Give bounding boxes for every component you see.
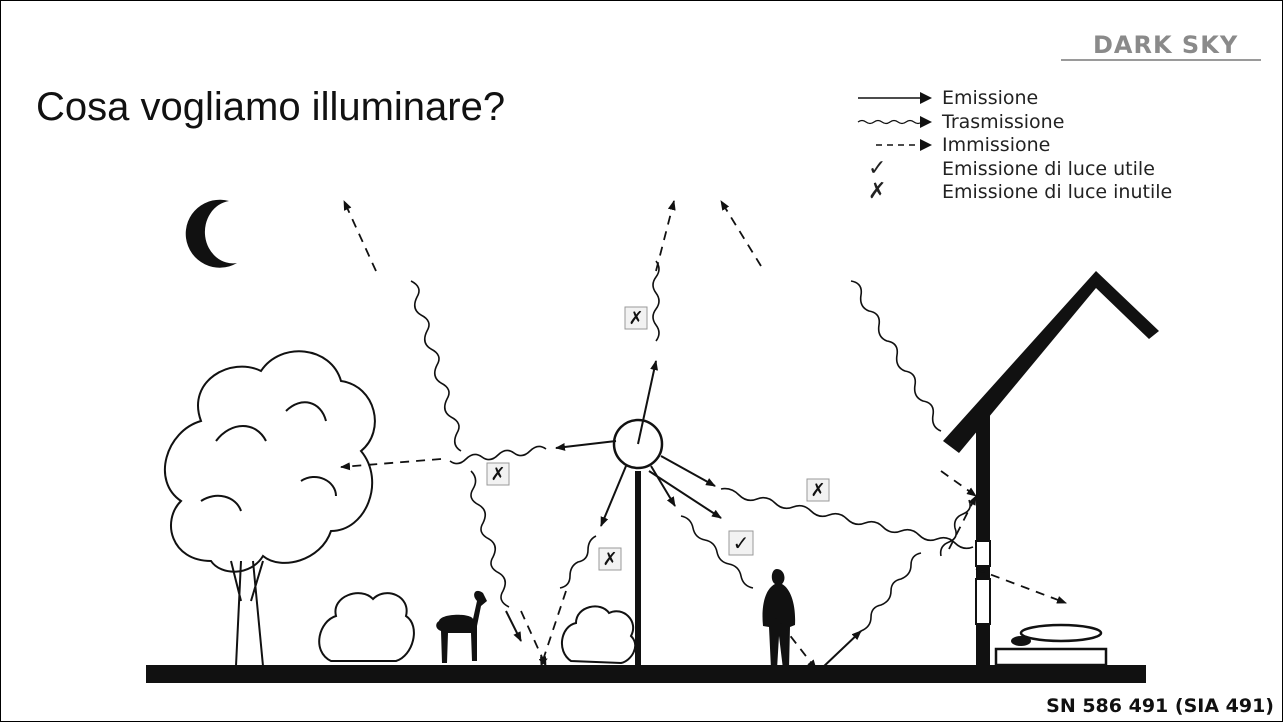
svg-text:✗: ✗ bbox=[602, 549, 617, 570]
emission-arrow-down-left bbox=[600, 465, 627, 527]
emission-arrows bbox=[555, 360, 722, 527]
house-icon bbox=[943, 271, 1159, 667]
useful-light-marker: ✓ bbox=[728, 530, 754, 556]
bush-icon bbox=[318, 592, 637, 665]
legend-label: Trasmissione bbox=[942, 110, 1065, 133]
immission-arrows bbox=[340, 200, 1067, 670]
logo-underline bbox=[1061, 59, 1261, 61]
emission-arrow-right bbox=[660, 455, 716, 487]
arrow-wavy-icon bbox=[857, 115, 932, 128]
svg-text:✗: ✗ bbox=[628, 308, 643, 329]
emission-arrow-down-right-2 bbox=[648, 470, 722, 519]
source-reference: SN 586 491 (SIA 491) bbox=[1046, 695, 1274, 717]
legend-label: Emissione bbox=[942, 87, 1039, 109]
arrow-dashed-icon bbox=[876, 139, 932, 151]
cross-mark-icon: ✗ bbox=[868, 179, 887, 204]
useless-light-markers: ✗ ✗ ✗ ✗ bbox=[486, 306, 830, 571]
person-icon bbox=[762, 569, 796, 669]
transmission-paths bbox=[410, 260, 974, 632]
deer-icon bbox=[436, 590, 487, 663]
arrow-solid-icon bbox=[858, 92, 932, 104]
svg-text:✓: ✓ bbox=[733, 531, 750, 555]
streetlamp-icon bbox=[612, 418, 664, 666]
emission-arrow-down-right bbox=[650, 465, 676, 507]
tree-icon bbox=[164, 350, 376, 667]
check-mark-icon: ✓ bbox=[868, 155, 887, 181]
svg-text:✗: ✗ bbox=[810, 480, 825, 501]
slide-title: Cosa vogliamo illuminare? bbox=[36, 85, 506, 129]
dark-sky-logo: DARK SKY bbox=[1093, 31, 1239, 59]
legend-label: Immissione bbox=[942, 134, 1051, 156]
legend-label: Emissione di luce utile bbox=[942, 157, 1155, 180]
ground bbox=[146, 665, 1146, 683]
svg-text:✗: ✗ bbox=[490, 464, 505, 485]
legend-label: Emissione di luce inutile bbox=[942, 181, 1173, 203]
moon-icon bbox=[185, 199, 237, 268]
emission-arrow-up bbox=[637, 360, 659, 445]
emission-arrow-left bbox=[555, 440, 617, 451]
